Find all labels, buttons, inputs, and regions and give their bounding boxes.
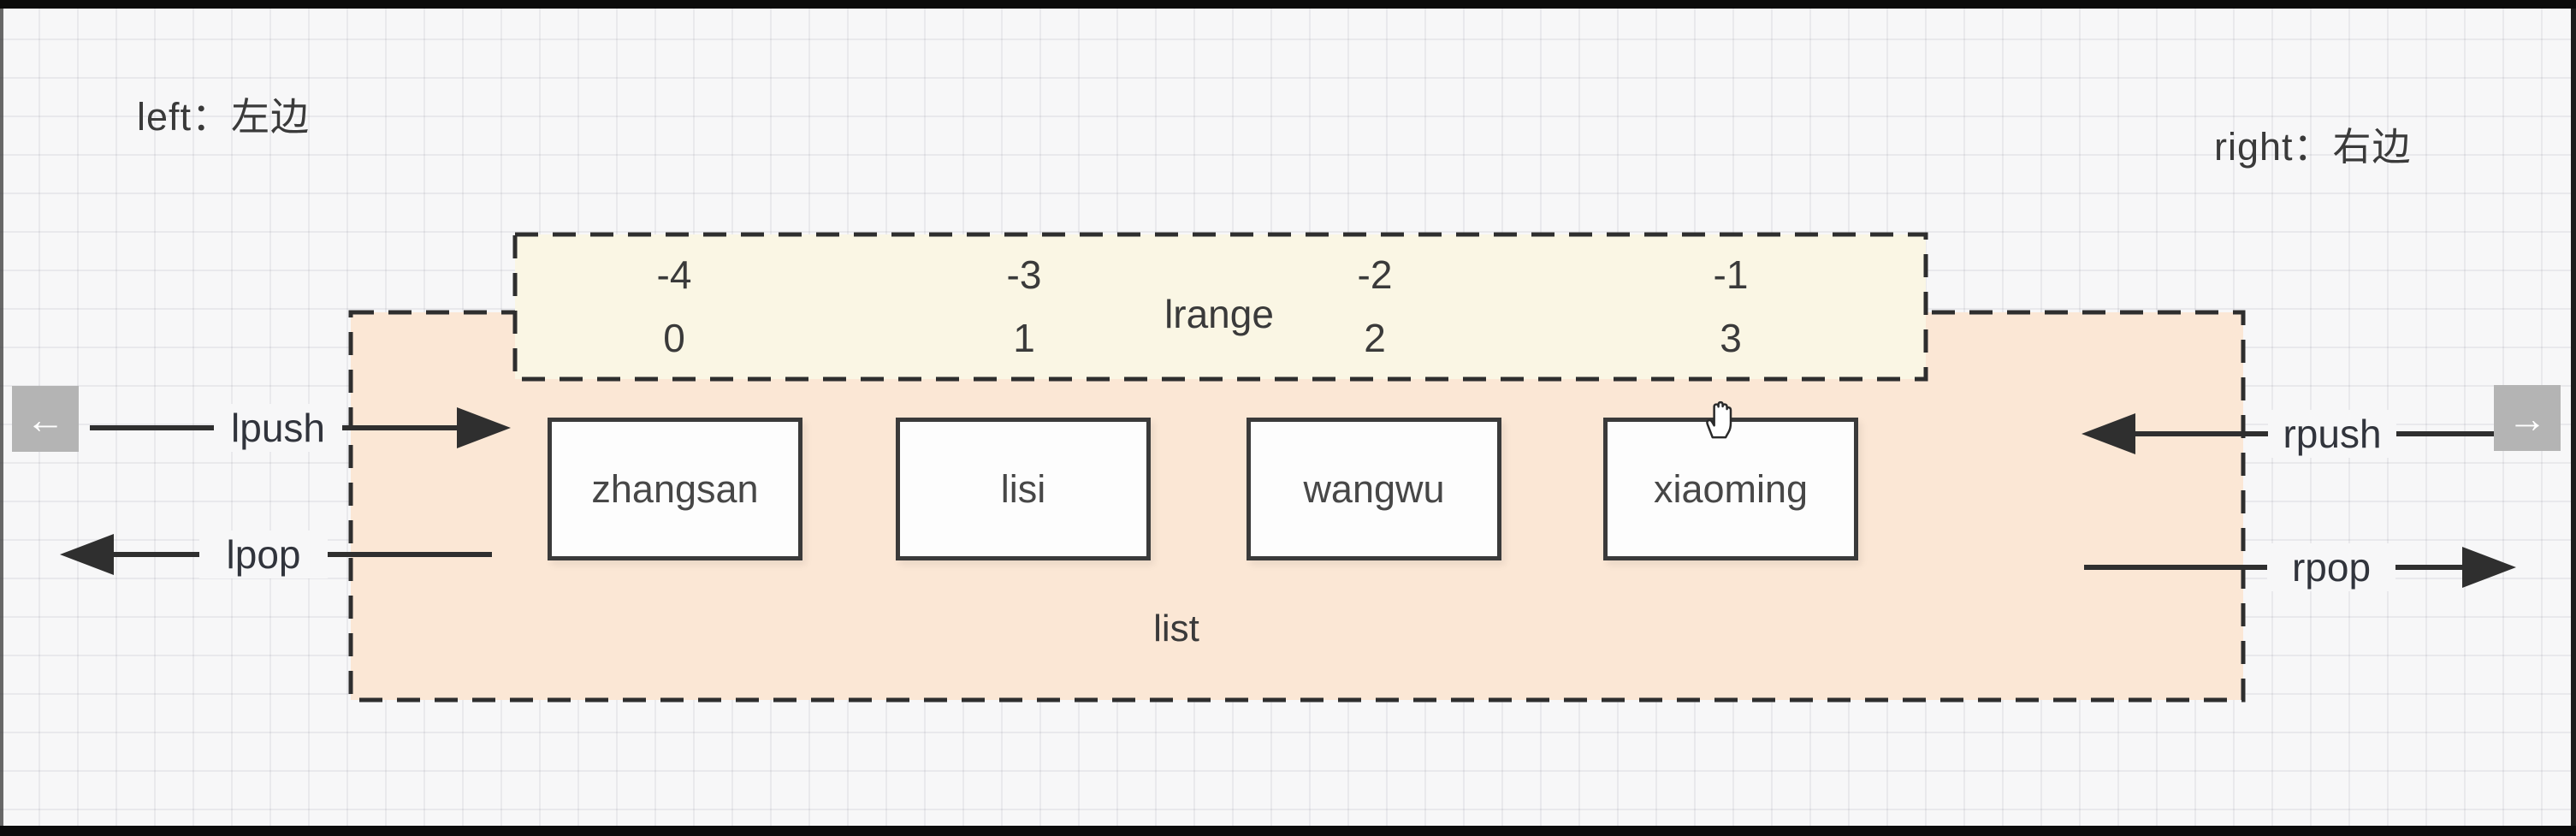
list-item-box: lisi	[896, 418, 1151, 560]
list-item-label: xiaoming	[1653, 466, 1809, 511]
list-item-label: wangwu	[1303, 466, 1445, 511]
prev-slide-button[interactable]: ←	[12, 386, 79, 452]
lrange-index-box	[512, 232, 1928, 382]
index-positive: 1	[1013, 316, 1035, 360]
right-note: right：右边	[2214, 125, 2412, 169]
left-note: left：左边	[137, 95, 311, 139]
list-label: list	[1153, 608, 1199, 649]
index-positive: 3	[1720, 316, 1742, 360]
left-screen-edge	[0, 9, 3, 826]
index-negative: -3	[1006, 252, 1042, 297]
rpop-label: rpop	[2267, 543, 2395, 591]
index-negative: -4	[656, 252, 692, 297]
list-item-box: zhangsan	[548, 418, 802, 560]
index-negative: -2	[1357, 252, 1393, 297]
index-negative: -1	[1713, 252, 1749, 297]
right-screen-edge	[2571, 9, 2576, 826]
index-positive: 0	[663, 316, 685, 360]
lpop-label: lpop	[199, 531, 328, 578]
lrange-label: lrange	[1164, 292, 1274, 336]
lpush-label: lpush	[214, 404, 342, 452]
arrow-right-icon: →	[2508, 395, 2547, 441]
list-item-box: xiaoming	[1603, 418, 1858, 560]
top-letterbox-bar	[0, 0, 2576, 9]
index-positive: 2	[1364, 316, 1386, 360]
list-item-label: lisi	[1000, 466, 1046, 511]
list-item-label: zhangsan	[591, 466, 759, 511]
list-item-box: wangwu	[1247, 418, 1501, 560]
next-slide-button[interactable]: →	[2494, 385, 2561, 451]
hand-cursor-icon	[1706, 400, 1732, 439]
bottom-letterbox-bar	[0, 826, 2576, 836]
rpush-label: rpush	[2268, 410, 2396, 458]
arrow-left-icon: ←	[26, 396, 65, 442]
